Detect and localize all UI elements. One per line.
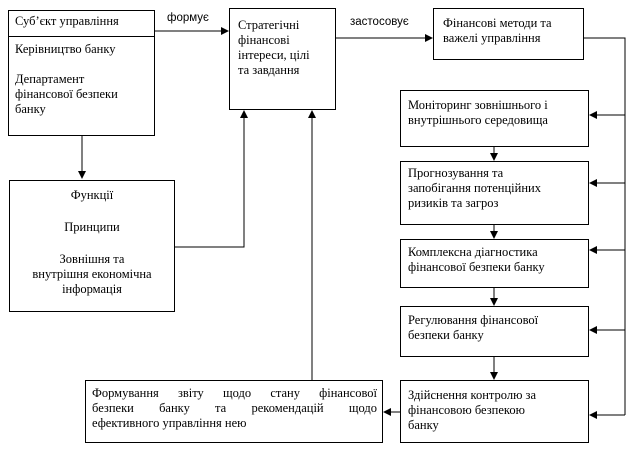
information-label: Зовнішня та внутрішня економічна інформа…: [32, 252, 152, 296]
report-text: Формування звіту щодо стану фінансової б…: [92, 386, 377, 430]
methods-text: Фінансові методи та важелі управління: [443, 16, 552, 45]
principles-label: Принципи: [64, 220, 120, 234]
step-forecasting-box: [400, 161, 589, 225]
step-monitoring-box: [400, 90, 589, 147]
step-diagnostics-text: Комплексна діагностика фінансової безпек…: [408, 245, 545, 274]
step-control-text: Здійснення контролю за фінансовою безпек…: [408, 388, 537, 432]
subject-item-management: Керівництво банку: [15, 42, 116, 56]
step-diagnostics-box: [400, 239, 589, 288]
subject-box: [8, 10, 155, 136]
step-regulation-text: Регулювання фінансової безпеки банку: [408, 313, 539, 342]
subject-header: Суб’єкт управління: [15, 14, 119, 28]
strategic-box: [229, 8, 336, 110]
bus-right: [584, 37, 626, 415]
report-box: [85, 380, 383, 443]
subject-item-department: Департамент фінансової безпеки банку: [15, 72, 118, 116]
step-control-box: [400, 380, 589, 443]
methods-box: [433, 8, 584, 60]
functions-label: Функції: [70, 188, 114, 202]
functions-box: [9, 180, 175, 312]
step-forecasting-text: Прогнозування та запобігання потенційних…: [408, 166, 541, 210]
step-regulation-box: [400, 306, 589, 357]
forms-label: формує: [167, 12, 209, 24]
subject-divider: [9, 36, 154, 37]
strategic-text: Стратегічні фінансові інтереси, цілі та …: [238, 18, 310, 77]
applies-label: застосовує: [350, 16, 409, 28]
step-monitoring-text: Моніторинг зовнішнього і внутрішнього се…: [408, 98, 548, 127]
arrow-functions-to-strategic: [175, 110, 248, 248]
